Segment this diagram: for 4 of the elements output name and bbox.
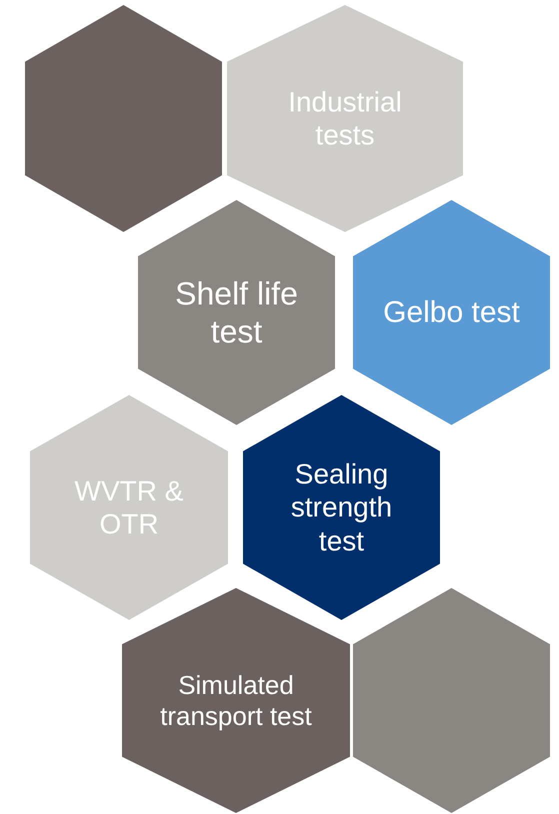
tile-label: Shelf life test (174, 274, 299, 351)
tile-label: Gelbo test (382, 294, 521, 330)
tile-label: Sealing strength test (290, 457, 394, 558)
tile-label: Simulated transport test (159, 669, 313, 732)
